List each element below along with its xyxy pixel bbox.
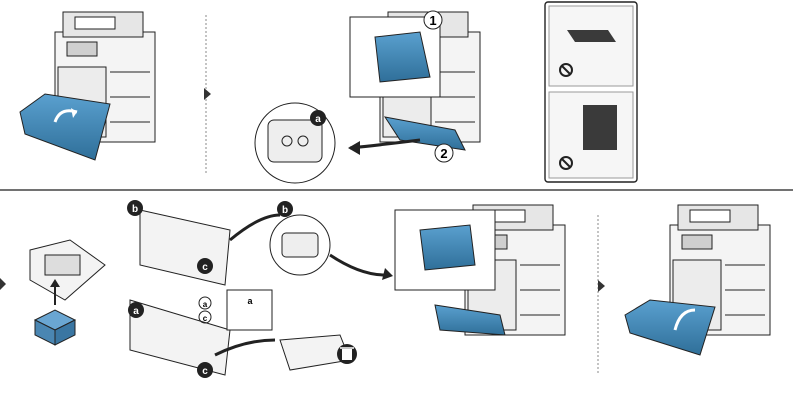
vertical-letter-c: c (203, 314, 208, 323)
step-arrow-icon (598, 280, 605, 292)
callout-1 (423, 10, 443, 30)
toner-bag-b (139, 209, 231, 286)
toner-box (33, 309, 77, 346)
printer-close-cover (624, 204, 771, 356)
printer-open-cover (19, 11, 156, 161)
circle-letter-c: c (202, 366, 208, 377)
circle-letter-c: c (202, 262, 208, 273)
callout-label-2: 2 (440, 146, 447, 161)
prohibit-icon (559, 63, 573, 77)
inset-letter: a (247, 296, 253, 306)
tab-detail-inset (226, 289, 273, 331)
trash-icon (337, 344, 357, 364)
circle-letter-a (310, 110, 326, 126)
circle-letter-a-text: a (315, 114, 321, 125)
step-arrow-icon (204, 88, 211, 100)
new-toner-bag (29, 239, 106, 301)
circle-letter-a: a (133, 306, 139, 317)
toner-bag-a (129, 299, 231, 376)
circle-letter-b: b (282, 205, 288, 216)
step-arrow-icon (0, 278, 6, 290)
prohibit-icon (559, 156, 573, 170)
callout-2 (434, 143, 454, 163)
vertical-letter-a: a (203, 300, 208, 309)
callout-label-1: 1 (429, 13, 436, 28)
circle-letter-b: b (132, 204, 138, 215)
printer-remove-toner (349, 11, 481, 151)
printer-install-toner (394, 204, 566, 336)
